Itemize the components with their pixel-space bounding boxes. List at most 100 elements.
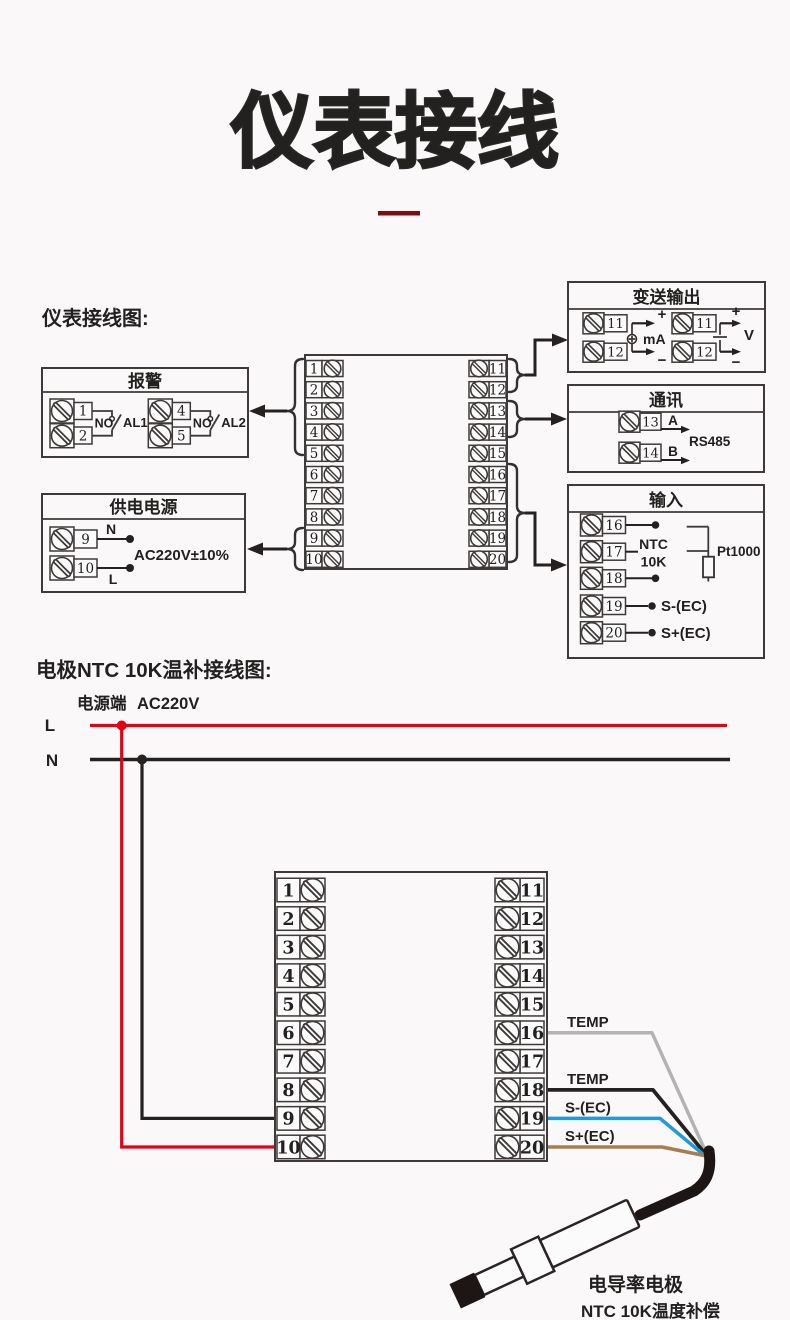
- terminal-number: 11: [607, 317, 624, 332]
- alarm-title: 报警: [128, 371, 162, 391]
- terminal-number: 4: [310, 425, 319, 441]
- terminal-number: 6: [310, 467, 319, 483]
- terminal-number: 20: [489, 552, 506, 568]
- screw-icon: [672, 341, 693, 363]
- terminal-row: 13: [468, 401, 507, 421]
- terminal-number: 10: [305, 552, 322, 568]
- terminal-number: 9: [81, 532, 90, 548]
- screw-icon: [300, 963, 325, 988]
- screw-icon: [50, 399, 74, 423]
- terminal-row: 16: [468, 465, 507, 484]
- s-plus-label: S+(EC): [661, 625, 711, 642]
- screw-icon: [469, 444, 489, 463]
- voltage-output-group: 11 12 + − V: [671, 303, 754, 371]
- terminal-row: 7: [276, 1048, 326, 1074]
- screw-icon: [469, 465, 489, 484]
- alarm2-label: AL2: [221, 415, 246, 430]
- terminal-row: 14: [468, 423, 507, 442]
- terminal-number: 7: [282, 1053, 294, 1073]
- conductivity-probe: [449, 1199, 641, 1309]
- rs485-a-label: A: [668, 413, 678, 428]
- terminal-number: 19: [520, 1110, 544, 1130]
- neutral-label: N: [106, 521, 116, 537]
- terminal-number: 9: [282, 1110, 294, 1130]
- input-box: 输入 16 17 18 19 20 NTC 10K: [567, 484, 765, 659]
- terminal-row: 11: [494, 877, 545, 903]
- screw-icon: [323, 444, 342, 463]
- terminal-number: 10: [77, 561, 94, 577]
- screw-icon: [50, 527, 74, 551]
- screw-icon: [495, 1020, 520, 1045]
- screw-icon: [149, 424, 172, 448]
- screw-icon: [619, 411, 640, 433]
- screw-icon: [495, 1134, 520, 1160]
- terminal-row: 12: [468, 380, 507, 399]
- screw-icon: [469, 528, 489, 548]
- screw-icon: [149, 399, 172, 423]
- screw-icon: [300, 1106, 325, 1131]
- screw-icon: [300, 877, 325, 903]
- alarm1-label: AL1: [123, 415, 148, 430]
- terminal-row: 3: [276, 934, 326, 960]
- terminal-number: 8: [310, 510, 319, 526]
- section2-heading: 电极NTC 10K温补接线图:: [36, 658, 272, 682]
- terminal-number: 1: [310, 361, 319, 377]
- neutral-wire: [90, 754, 730, 1121]
- terminal-row: 10: [305, 550, 344, 569]
- minus-mark: −: [658, 352, 667, 369]
- screw-icon: [580, 540, 603, 563]
- terminal-number: 3: [310, 404, 319, 420]
- terminal-number: 15: [520, 996, 544, 1016]
- screw-icon: [580, 621, 603, 644]
- terminal-number: 14: [520, 967, 544, 987]
- ec-minus-wire-blue: [547, 1116, 709, 1159]
- terminal-row: 17: [494, 1048, 545, 1074]
- electrode-label: 电导率电极: [588, 1273, 684, 1296]
- screw-icon: [619, 411, 640, 433]
- terminal-number: 18: [605, 571, 622, 587]
- electrode-cable: [634, 1145, 716, 1221]
- screw-icon: [149, 399, 172, 423]
- terminal-row: 15: [468, 444, 507, 463]
- temp-wire-gray: [547, 1031, 710, 1158]
- terminal-row: 4: [276, 963, 326, 989]
- power-connection-arrow: [247, 526, 305, 572]
- live-label: L: [109, 571, 118, 587]
- terminal-row: 19: [468, 528, 507, 548]
- source-voltage-label: AC220V: [137, 695, 199, 713]
- screw-icon: [300, 992, 325, 1017]
- screw-icon: [323, 359, 342, 378]
- screw-icon: [495, 906, 520, 931]
- screw-icon: [323, 486, 342, 505]
- terminal-row: 2: [276, 906, 326, 932]
- terminal-row: 2: [305, 380, 344, 399]
- temp16-label: TEMP: [567, 1014, 609, 1031]
- pt1000-resistor: [686, 525, 715, 582]
- v-unit-label: V: [744, 327, 754, 344]
- terminal-number: 12: [489, 383, 506, 399]
- screw-icon: [323, 550, 342, 569]
- screw-icon: [580, 514, 603, 536]
- live-rail-label: L: [45, 716, 55, 735]
- screw-icon: [495, 1106, 520, 1131]
- terminal-number: 4: [177, 404, 186, 420]
- screw-icon: [580, 514, 603, 536]
- terminal-number: 10: [276, 1138, 300, 1158]
- screw-icon: [50, 527, 74, 551]
- terminal-row: 4: [305, 423, 344, 442]
- screw-icon: [583, 341, 604, 363]
- screw-icon: [149, 424, 172, 448]
- contact-type-label: NO: [193, 417, 212, 431]
- terminal-number: 16: [605, 518, 622, 534]
- terminal-row: 8: [305, 507, 344, 527]
- screw-icon: [323, 423, 342, 442]
- terminal-number: 16: [489, 467, 506, 483]
- terminal-number: 18: [520, 1081, 544, 1101]
- screw-icon: [672, 341, 693, 363]
- terminal-number: 13: [642, 415, 659, 430]
- output-title: 变送输出: [633, 287, 701, 307]
